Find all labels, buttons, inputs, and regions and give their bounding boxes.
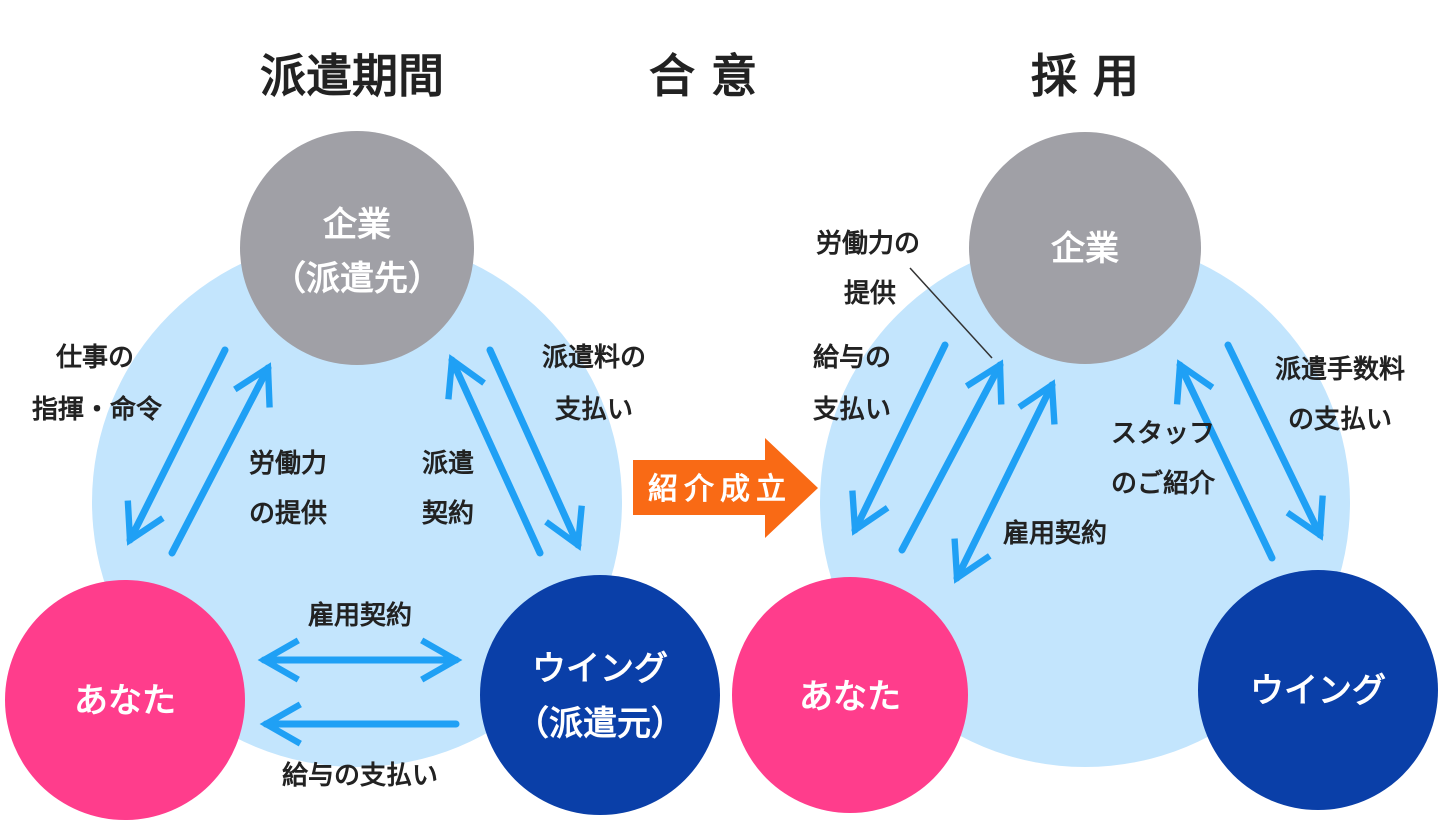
label-command-2: 指揮・命令 — [32, 394, 163, 425]
arrow-right-fee — [1224, 341, 1326, 541]
right-label-labor-1: 労働力の — [816, 229, 920, 259]
label-labor-2: の提供 — [249, 499, 327, 529]
label-fee-1: 派遣料の — [542, 343, 646, 373]
title-hiring: 採 用 — [1031, 49, 1139, 103]
arrow-command — [124, 346, 229, 546]
right-label-intro-1: スタッフ — [1111, 419, 1215, 449]
right-you-node — [732, 577, 968, 813]
left-company-label: 企業 — [323, 205, 391, 245]
label-contract-1: 派遣 — [422, 449, 474, 479]
label-salary: 給与の支払い — [282, 760, 438, 791]
arrow-contract — [445, 354, 544, 557]
right-label-fee-2: の支払い — [1288, 405, 1392, 435]
title-dispatch-period: 派遣期間 — [260, 49, 444, 103]
left-wing-sub: （派遣元） — [515, 704, 685, 744]
referral-arrow: 紹介成立 — [633, 438, 818, 538]
left-diagram: 企業 （派遣先） あなた ウイング （派遣元） 仕事の 指揮・命令 労働力 の提… — [5, 131, 720, 820]
orange-arrow-icon — [633, 438, 818, 538]
left-wing-label: ウイング — [532, 649, 668, 689]
title-agreement: 合 意 — [649, 49, 757, 103]
right-wing-node — [1198, 570, 1438, 810]
arrow-right-employment — [951, 379, 1058, 584]
right-wing-label: ウイング — [1250, 671, 1386, 711]
left-wing-node — [480, 575, 720, 815]
left-company-node — [240, 131, 474, 365]
arrow-fee — [486, 346, 585, 551]
arrow-right-salary — [849, 341, 949, 536]
left-company-sub: （派遣先） — [272, 259, 442, 299]
right-company-label: 企業 — [1051, 229, 1119, 269]
right-label-fee-1: 派遣手数料 — [1275, 355, 1405, 385]
right-you-label: あなた — [799, 677, 901, 717]
right-company-node — [969, 132, 1201, 364]
label-fee-2: 支払い — [555, 395, 633, 425]
label-labor-1: 労働力 — [249, 449, 327, 479]
right-label-salary-1: 給与の — [813, 342, 891, 373]
right-diagram: 企業 あなた ウイング 労働力の 提供 給与の 支払い 雇用契約 スタッフ のご… — [732, 132, 1438, 813]
right-label-salary-2: 支払い — [813, 395, 891, 425]
label-contract-2: 契約 — [421, 498, 474, 529]
right-label-employment: 雇用契約 — [1003, 518, 1107, 549]
labor-pointer-line — [909, 267, 993, 359]
right-label-intro-2: のご紹介 — [1111, 468, 1216, 499]
right-label-labor-2: 提供 — [844, 279, 896, 309]
label-employment: 雇用契約 — [308, 600, 412, 631]
left-you-node — [5, 580, 245, 820]
arrow-right-intro — [1173, 359, 1276, 562]
label-command-1: 仕事の — [55, 343, 134, 373]
arrow-labor — [168, 362, 273, 557]
referral-label: 紹介成立 — [648, 472, 792, 507]
left-you-label: あなた — [74, 681, 176, 721]
